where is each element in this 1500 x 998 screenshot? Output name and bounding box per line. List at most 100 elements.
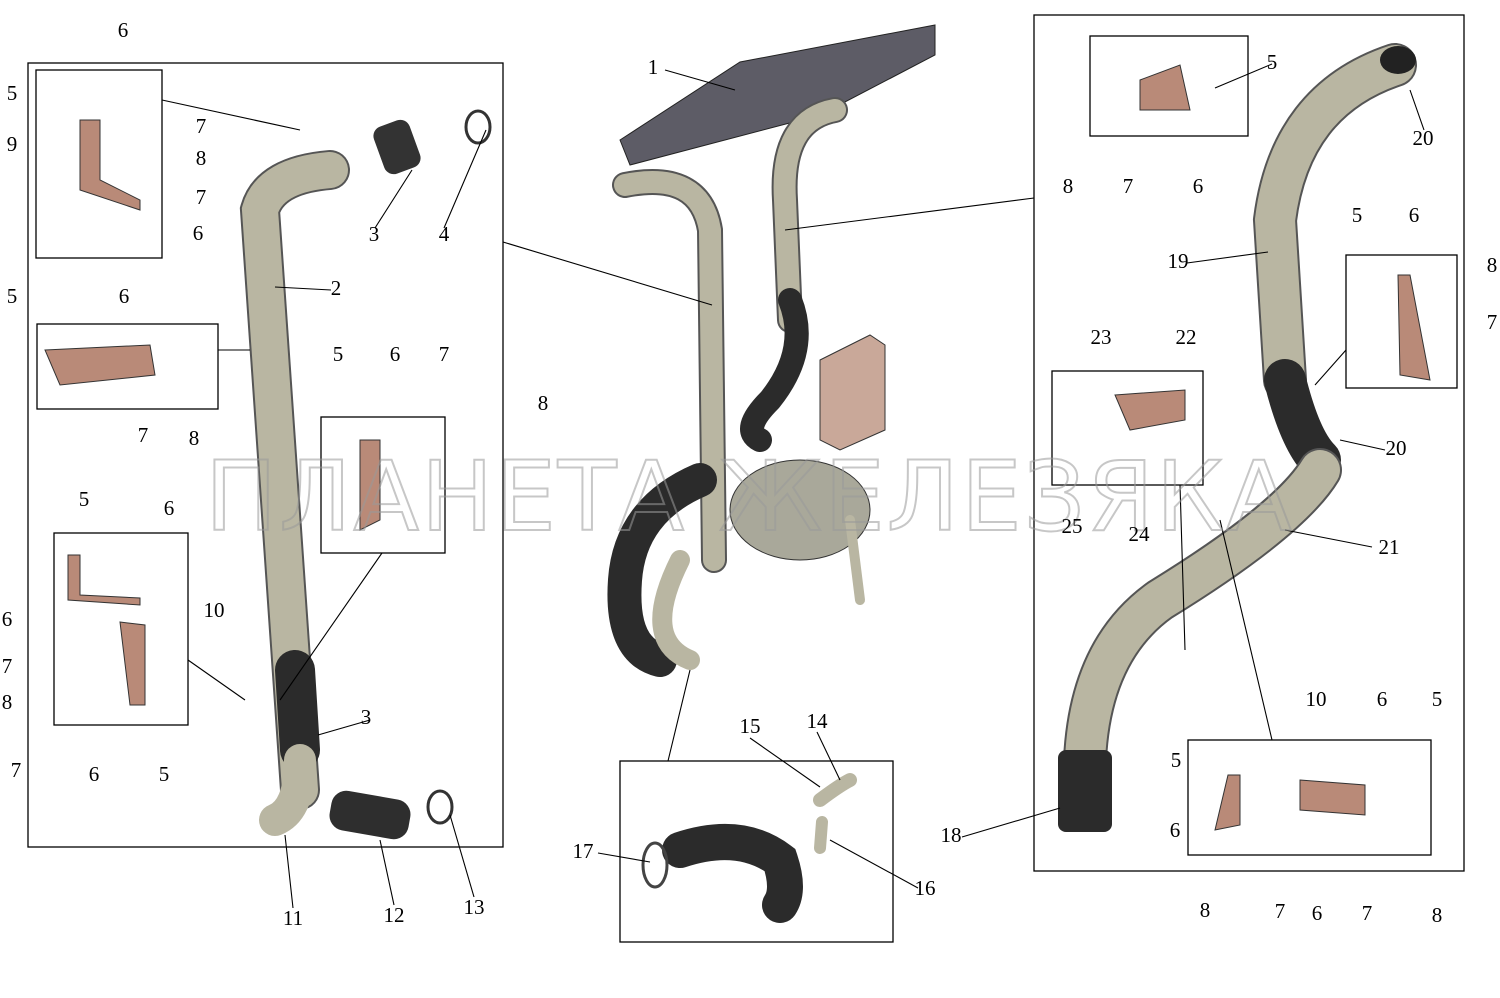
callout-12: 12 (384, 903, 405, 927)
callout-8: 8 (1487, 253, 1498, 277)
callout-10: 10 (1306, 687, 1327, 711)
right-pipe-assembly (1058, 43, 1431, 832)
callout-1: 1 (648, 55, 659, 79)
right-assembly-frame (1033, 14, 1465, 872)
callout-8: 8 (1432, 903, 1443, 927)
frames (27, 14, 1465, 943)
callout-6: 6 (1170, 818, 1181, 842)
callout-25: 25 (1062, 514, 1083, 538)
bracket-right-bottom-1 (1214, 774, 1241, 831)
bracket-right-top (1139, 64, 1191, 111)
callout-6: 6 (1312, 901, 1323, 925)
callout-7: 7 (138, 423, 149, 447)
bracket-22 (1114, 389, 1186, 431)
callout-11: 11 (283, 906, 303, 930)
callout-10: 10 (204, 598, 225, 622)
charge-air-cooler-assembly (607, 24, 936, 677)
frame-right-mid (1051, 370, 1204, 486)
hose-20-top (1380, 46, 1416, 74)
callout-8: 8 (538, 391, 549, 415)
callout-6: 6 (164, 496, 175, 520)
hose-18 (1058, 750, 1112, 832)
clamp-17 (641, 841, 669, 889)
callout-5: 5 (1432, 687, 1443, 711)
callout-6: 6 (2, 607, 13, 631)
callout-5: 5 (1352, 203, 1363, 227)
frame-bracket-bottom (53, 532, 189, 726)
callout-9: 9 (7, 132, 18, 156)
callout-6: 6 (118, 18, 129, 42)
callout-5: 5 (159, 762, 170, 786)
left-pipe-assembly (44, 109, 492, 840)
bracket-right (359, 439, 381, 531)
frame-right-bottom (1187, 739, 1432, 856)
callout-15: 15 (740, 714, 761, 738)
frame-bracket-top (35, 69, 163, 259)
callout-6: 6 (390, 342, 401, 366)
callout-labels: 1 2 3 4 5 6 7 8 9 7 6 5 6 7 8 5 6 7 8 5 … (2, 18, 1498, 930)
callout-4: 4 (439, 222, 450, 246)
callout-8: 8 (1063, 174, 1074, 198)
air-filter (729, 459, 871, 561)
callout-6: 6 (1409, 203, 1420, 227)
callout-7: 7 (196, 185, 207, 209)
frame-right-side (1345, 254, 1458, 389)
callout-13: 13 (464, 895, 485, 919)
callout-8: 8 (196, 146, 207, 170)
bracket-10 (119, 621, 146, 706)
callout-16: 16 (915, 876, 936, 900)
watermark: ПЛАНЕТА ЖЕЛЕЗЯКА (205, 441, 1294, 553)
callout-20: 20 (1413, 126, 1434, 150)
callout-8: 8 (1200, 898, 1211, 922)
callout-6: 6 (119, 284, 130, 308)
frame-bracket-right (320, 416, 446, 554)
callout-7: 7 (196, 114, 207, 138)
hose-3-top (373, 119, 421, 175)
center-intake-frame (619, 760, 894, 943)
callout-6: 6 (193, 221, 204, 245)
callout-6: 6 (1377, 687, 1388, 711)
callout-7: 7 (439, 342, 450, 366)
callout-23: 23 (1091, 325, 1112, 349)
callout-2: 2 (331, 276, 342, 300)
callout-5: 5 (79, 487, 90, 511)
bracket-9 (79, 119, 141, 211)
bracket-10-right (1299, 779, 1366, 816)
callout-24: 24 (1129, 522, 1151, 546)
callout-7: 7 (1275, 899, 1286, 923)
callout-7: 7 (1123, 174, 1134, 198)
leader-lines (161, 63, 1425, 909)
intake-parts (641, 773, 857, 923)
callout-3: 3 (361, 705, 372, 729)
hose-12 (329, 790, 411, 840)
clamp-4 (464, 109, 492, 145)
bracket-mid (44, 344, 156, 386)
callout-5: 5 (1171, 748, 1182, 772)
clamp-13 (426, 789, 454, 825)
callout-7: 7 (1487, 310, 1498, 334)
callout-18: 18 (941, 823, 962, 847)
callout-5: 5 (1267, 50, 1278, 74)
callout-22: 22 (1176, 325, 1197, 349)
callout-20: 20 (1386, 436, 1407, 460)
callout-21: 21 (1379, 535, 1400, 559)
callout-7: 7 (2, 654, 13, 678)
callout-8: 8 (2, 690, 13, 714)
callout-19: 19 (1168, 249, 1189, 273)
radiator (619, 24, 936, 166)
callout-6: 6 (89, 762, 100, 786)
left-assembly-frame (27, 62, 504, 848)
air-inlet-box (819, 334, 886, 451)
callout-17: 17 (573, 839, 594, 863)
callout-5: 5 (333, 342, 344, 366)
callout-7: 7 (11, 758, 22, 782)
callout-7: 7 (1362, 901, 1373, 925)
callout-5: 5 (7, 284, 18, 308)
frame-bracket-mid (36, 323, 219, 410)
callout-6: 6 (1193, 174, 1204, 198)
callout-3: 3 (369, 222, 380, 246)
callout-5: 5 (7, 81, 18, 105)
callout-14: 14 (807, 709, 829, 733)
callout-8: 8 (189, 426, 200, 450)
